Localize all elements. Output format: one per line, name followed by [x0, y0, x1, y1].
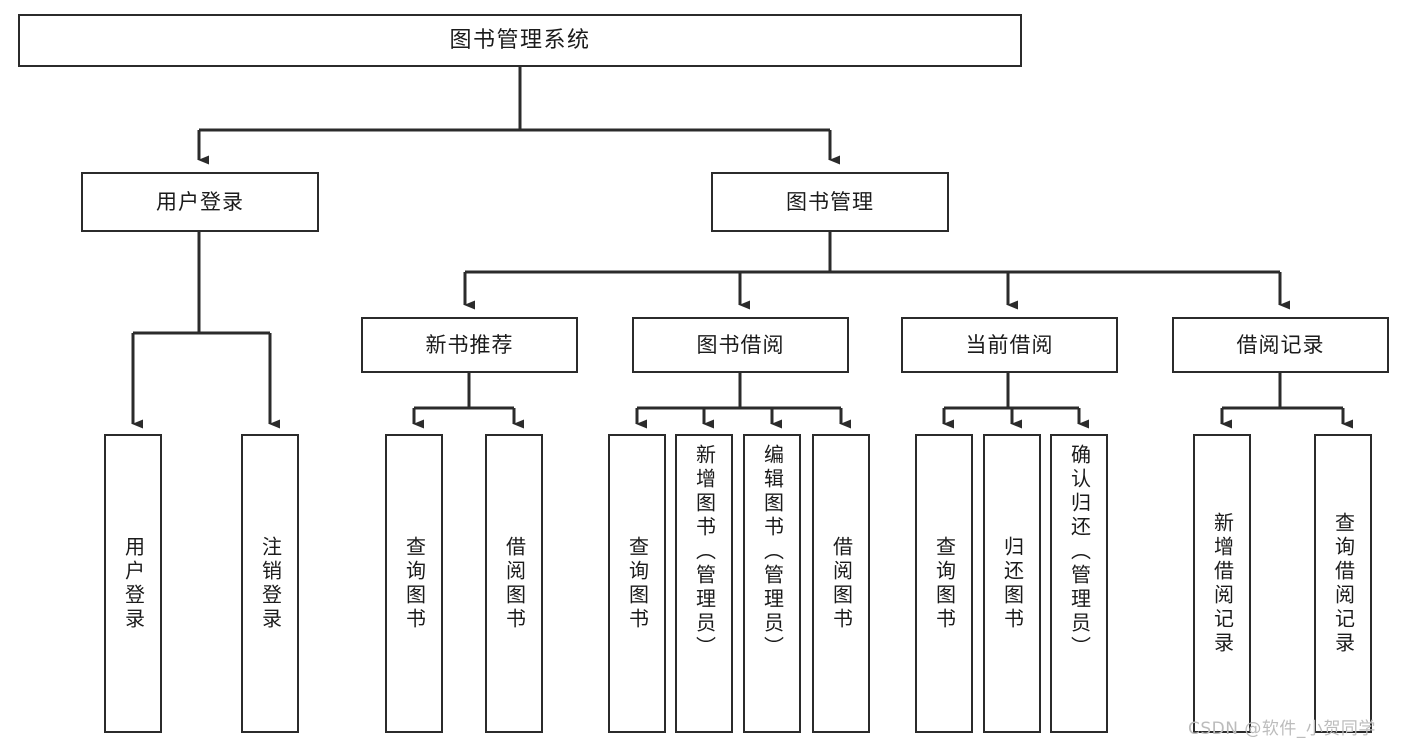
- leaf-book-borrow-edit-book-admin[interactable]: 编辑图书（管理员）: [743, 434, 801, 733]
- leaf-book-borrow-add-book-admin[interactable]: 新增图书（管理员）: [675, 434, 733, 733]
- node-label: 图书借阅: [696, 332, 785, 357]
- node-label: 新增图书（管理员）: [692, 444, 717, 660]
- node-label: 新书推荐: [425, 332, 514, 357]
- node-label: 查询图书: [402, 535, 427, 632]
- csdn-watermark: CSDN @软件_小贺同学: [1188, 719, 1376, 739]
- node-label: 查询图书: [932, 535, 957, 632]
- node-label: 用户登录: [156, 189, 244, 214]
- node-label: 新增借阅记录: [1210, 511, 1235, 656]
- node-label: 借阅图书: [502, 535, 527, 632]
- node-book-borrow[interactable]: 图书借阅: [632, 317, 849, 373]
- leaf-current-borrow-return-book[interactable]: 归还图书: [983, 434, 1041, 733]
- node-new-book-recommend[interactable]: 新书推荐: [361, 317, 578, 373]
- node-label: 图书管理: [786, 189, 874, 214]
- node-label: 用户登录: [121, 535, 146, 632]
- node-root-book-management-system[interactable]: 图书管理系统: [18, 14, 1022, 67]
- leaf-book-borrow-query-book[interactable]: 查询图书: [608, 434, 666, 733]
- node-current-borrow[interactable]: 当前借阅: [901, 317, 1118, 373]
- node-label: 确认归还（管理员）: [1067, 444, 1092, 660]
- leaf-user-login-logout[interactable]: 注销登录: [241, 434, 299, 733]
- leaf-current-borrow-confirm-return-admin[interactable]: 确认归还（管理员）: [1050, 434, 1108, 733]
- node-label: 查询图书: [625, 535, 650, 632]
- node-label: 当前借阅: [965, 332, 1054, 357]
- node-label: 注销登录: [258, 535, 283, 632]
- leaf-new-book-query-book[interactable]: 查询图书: [385, 434, 443, 733]
- node-label: 图书管理系统: [449, 27, 591, 53]
- leaf-book-borrow-borrow-book[interactable]: 借阅图书: [812, 434, 870, 733]
- node-label: 归还图书: [1000, 535, 1025, 632]
- leaf-borrow-record-query-record[interactable]: 查询借阅记录: [1314, 434, 1372, 733]
- node-label: 查询借阅记录: [1331, 511, 1356, 656]
- node-label: 编辑图书（管理员）: [760, 444, 785, 660]
- node-book-management[interactable]: 图书管理: [711, 172, 949, 232]
- leaf-new-book-borrow-book[interactable]: 借阅图书: [485, 434, 543, 733]
- leaf-user-login-login[interactable]: 用户登录: [104, 434, 162, 733]
- node-label: 借阅图书: [829, 535, 854, 632]
- node-label: 借阅记录: [1236, 332, 1325, 357]
- node-borrow-record[interactable]: 借阅记录: [1172, 317, 1389, 373]
- node-user-login[interactable]: 用户登录: [81, 172, 319, 232]
- leaf-current-borrow-query-book[interactable]: 查询图书: [915, 434, 973, 733]
- leaf-borrow-record-add-record[interactable]: 新增借阅记录: [1193, 434, 1251, 733]
